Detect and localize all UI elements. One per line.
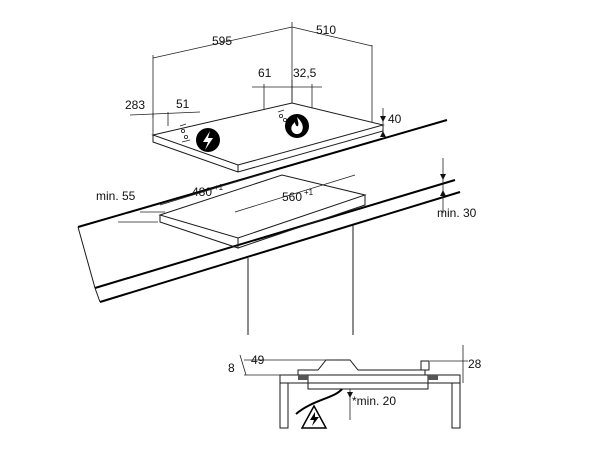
cutout: 480 +1 560 +1 [158,169,367,249]
dim-label-560: 560 [282,190,302,204]
dim-label-8: 8 [228,361,235,375]
dim-label-min-30: min. 30 [437,206,477,220]
lightning-icon [196,128,220,152]
hob-3d [151,102,385,173]
dimension-min-30: min. 30 [437,158,477,220]
dim-label-51: 51 [176,97,190,111]
dimension-283-51: 283 51 [125,97,201,126]
dim-label-61: 61 [258,66,272,80]
dim-label-min-55: min. 55 [96,189,136,203]
dim-label-28: 28 [468,357,482,371]
dimension-61-32-5: 61 32,5 [252,66,322,110]
dimension-40: 40 [380,108,402,137]
worktop-front-edge-top [94,179,456,289]
dim-label-32-5: 32,5 [293,66,317,80]
flame-icon [285,114,309,138]
dim-label-595: 595 [212,34,232,48]
dim-label-min-20: *min. 20 [352,394,396,408]
section-hob-top [297,359,426,375]
dim-label-283: 283 [125,98,145,112]
cutout-opening [158,174,367,239]
dim-label-40: 40 [388,112,402,126]
section-view: 8 49 28 *min. 20 [228,345,482,429]
section-cable [295,388,343,415]
electric-hazard-icon [300,404,328,429]
section-hob-body [307,374,429,390]
dim-tolerance-560: +1 [304,188,314,197]
dimension-min-55: min. 55 [96,189,165,223]
dimension-510: 510 [291,23,373,122]
dim-label-510: 510 [316,23,336,37]
dimension-595: 595 [152,22,293,135]
dim-label-49: 49 [251,353,265,367]
worktop-front-edge-bottom [99,191,461,303]
